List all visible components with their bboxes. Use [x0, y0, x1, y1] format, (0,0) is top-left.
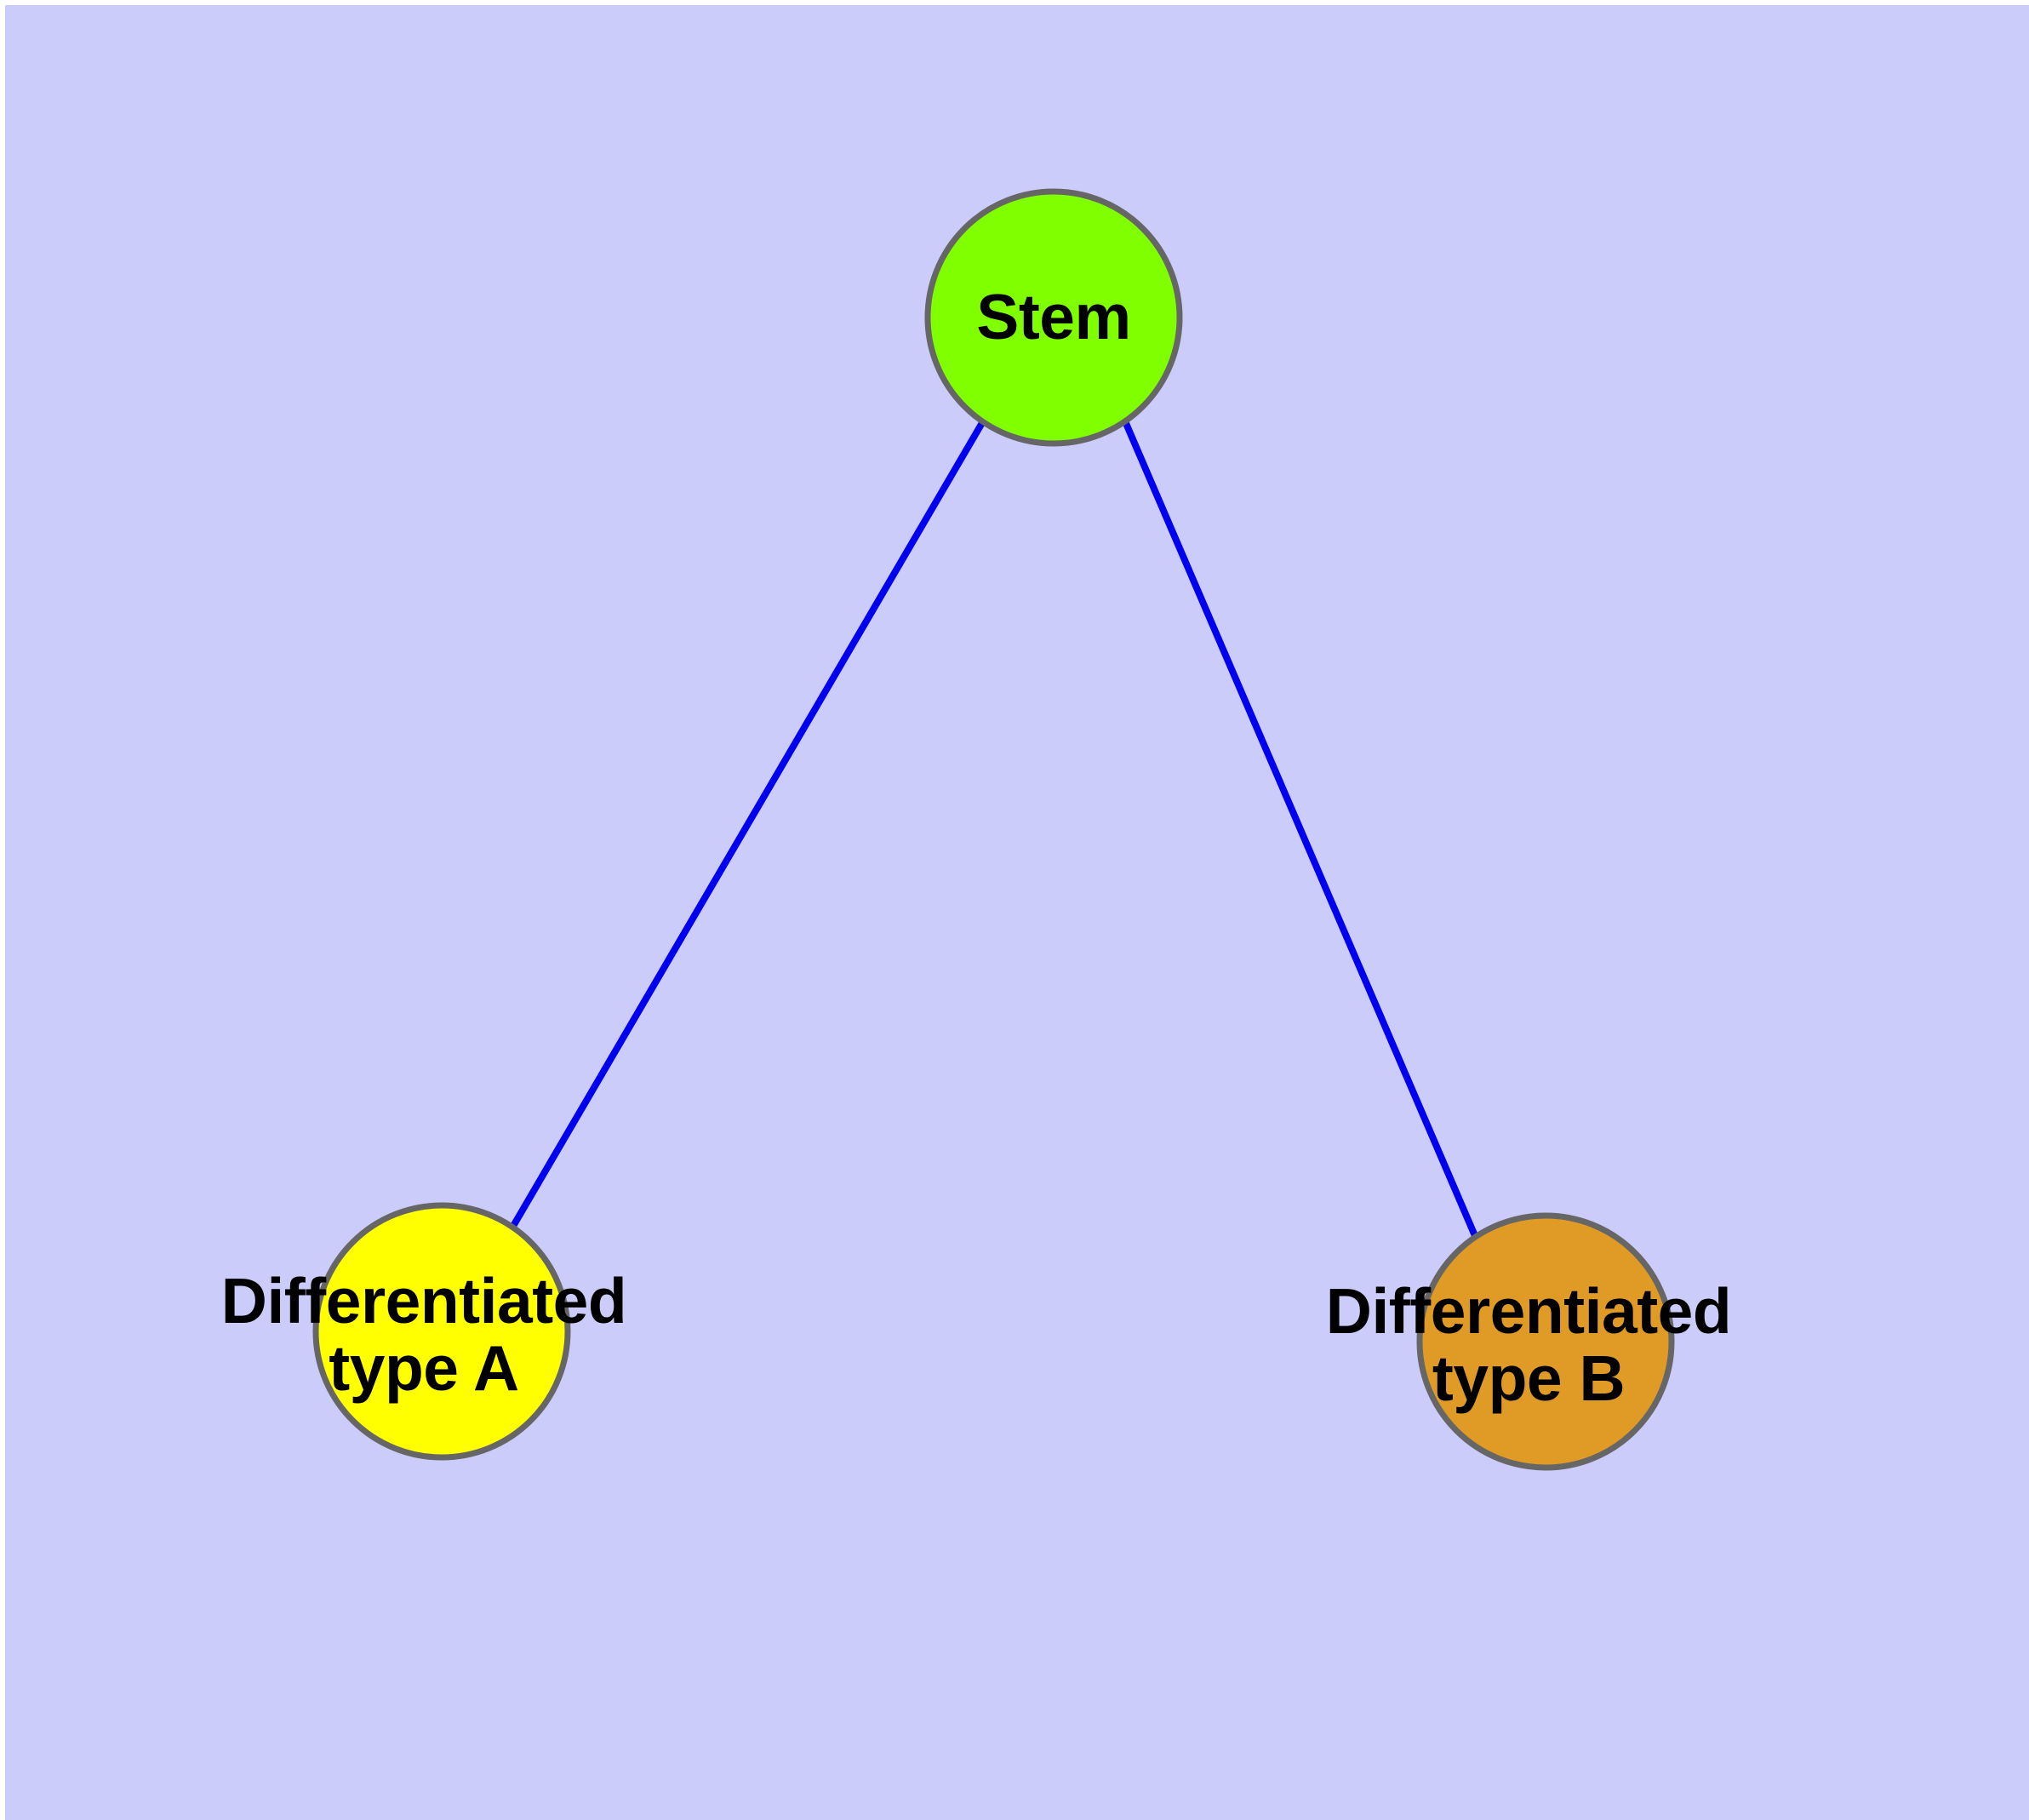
node-differentiated-type-a[interactable] [312, 1202, 571, 1461]
edge-stem-to-differentiated-type-a[interactable] [509, 419, 986, 1230]
node-layer [312, 188, 1675, 1471]
edge-stem-to-differentiated-type-b[interactable] [1122, 420, 1479, 1239]
node-stem[interactable] [924, 188, 1183, 447]
node-differentiated-type-b[interactable] [1416, 1212, 1675, 1471]
edge-layer [509, 419, 1479, 1239]
